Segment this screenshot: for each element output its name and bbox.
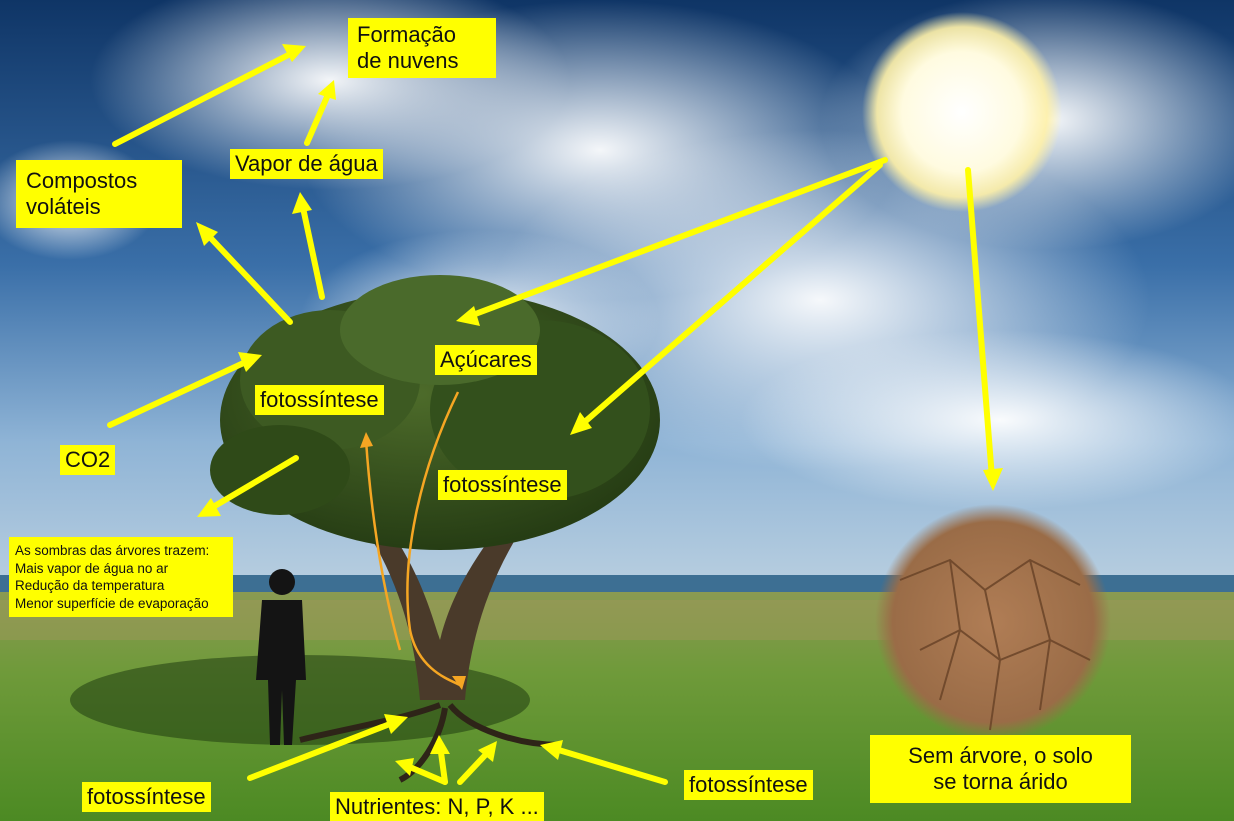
- label-sugars: Açúcares: [435, 345, 537, 375]
- label-arid-soil: Sem árvore, o solo se torna árido: [870, 735, 1131, 803]
- label-water-vapor: Vapor de água: [230, 149, 383, 179]
- label-cloud-formation: Formação de nuvens: [348, 18, 496, 78]
- shade-item: Menor superfície de evaporação: [15, 595, 227, 613]
- shade-title: As sombras das árvores trazem:: [15, 542, 227, 560]
- label-nutrients: Nutrientes: N, P, K ...: [330, 792, 544, 821]
- sun: [862, 12, 1062, 212]
- shade-item: Redução da temperatura: [15, 577, 227, 595]
- label-photosynthesis-bottom-left: fotossíntese: [82, 782, 211, 812]
- label-photosynthesis-bottom-right: fotossíntese: [684, 770, 813, 800]
- label-photosynthesis-right: fotossíntese: [438, 470, 567, 500]
- label-photosynthesis-left: fotossíntese: [255, 385, 384, 415]
- shade-item: Mais vapor de água no ar: [15, 560, 227, 578]
- label-volatile-compounds: Compostos voláteis: [16, 160, 182, 228]
- shade-benefits-box: As sombras das árvores trazem: Mais vapo…: [9, 537, 233, 617]
- label-co2: CO2: [60, 445, 115, 475]
